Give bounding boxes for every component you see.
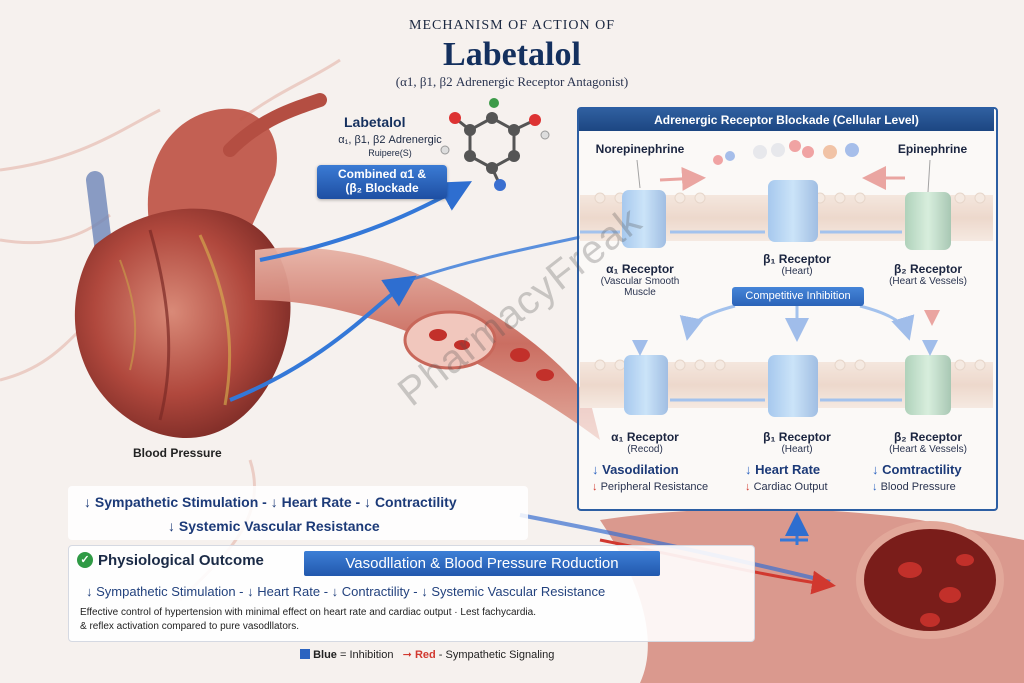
norepinephrine-label: Norepinephrine (595, 142, 685, 156)
down-arrow-icon: ↓ (745, 462, 752, 477)
down-arrow-icon: ↓ (872, 462, 879, 477)
receptor-sub2: Muscle (624, 287, 656, 298)
cellular-panel (577, 107, 998, 511)
top-receptor-beta1: β₁ Receptor (Heart) (742, 252, 852, 277)
down-arrow-icon: ↓ (745, 481, 751, 493)
top-receptor-alpha1: α₁ Receptor (Vascular Smooth Muscle (585, 262, 695, 298)
bottom-receptor-beta1: β₁ Receptor (Heart) (742, 430, 852, 455)
down-arrow-icon: ↓ (592, 462, 599, 477)
sympathetic-line1: ↓ Sympathetic Stimulation - ↓ Heart Rate… (84, 494, 457, 510)
blue-square-icon (300, 649, 310, 659)
drug-receptors: α₁, β1, β2 Adrenergic Ruipere(S) (320, 134, 460, 160)
down-arrow-icon: ↓ (872, 481, 878, 493)
combined-line1: Combined α1 & (337, 167, 427, 181)
sympathetic-summary-box (68, 486, 528, 540)
down-arrow-icon: ↓ (592, 481, 598, 493)
effect-text: Vasodilation (602, 462, 679, 477)
receptor-sub: (Vascular Smooth (600, 276, 680, 287)
receptor-name: α₁ Receptor (606, 262, 674, 276)
bottom-receptor-beta2: β₂ Receptor (Heart & Vessels) (868, 430, 988, 455)
legend-blue-text: = Inhibition (339, 649, 394, 661)
receptor-sub: (Heart) (781, 266, 813, 277)
outcome-banner: Vasodllation & Blood Pressure Roduction (304, 551, 660, 576)
outcome-description: Effective control of hypertension with m… (80, 606, 700, 634)
competitive-inhibition-badge: Competitive Inhibition (732, 287, 864, 306)
legend: Blue = Inhibition ➞ Red - Sympathetic Si… (300, 648, 554, 661)
receptor-name: β₁ Receptor (763, 252, 831, 266)
effect2-text: Blood Pressure (880, 481, 956, 493)
title-kicker: MECHANISM OF ACTION OF (409, 18, 615, 33)
receptor-sub: (Heart & Vessels) (889, 276, 967, 287)
drug-receptors-line: α₁, β1, β2 Adrenergic (338, 134, 442, 146)
panel-title: Adrenergic Receptor Blockade (Cellular L… (579, 109, 994, 131)
receptor-name: β₂ Receptor (893, 430, 962, 444)
top-receptor-beta2: β₂ Receptor (Heart & Vessels) (868, 262, 988, 287)
drug-receptors-line2: Ruipere(S) (368, 148, 412, 158)
blood-pressure-label: Blood Pressure (133, 446, 222, 460)
receptor-sub: (Recod) (627, 444, 663, 455)
combined-blockade-badge: Combined α1 & (β₂ Blockade (317, 165, 447, 199)
effect-beta2: ↓ Comtractility ↓ Blood Pressure (872, 462, 962, 493)
receptor-name: α₁ Receptor (611, 430, 679, 444)
outcome-desc-line1: Effective control of hypertension with m… (80, 607, 536, 618)
receptor-sub: (Heart & Vessels) (889, 444, 967, 455)
combined-line2: (β₂ Blockade (345, 181, 419, 195)
page-subtitle: (α1, β1, β2 Adrenergic Receptor Antagoni… (395, 74, 629, 89)
receptor-sub: (Heart) (781, 444, 813, 455)
outcome-title: Physiological Outcome (98, 552, 264, 569)
effect-text: Comtractility (882, 462, 962, 477)
epinephrine-label: Epinephrine (897, 142, 968, 156)
effect2-text: Cardiac Output (753, 481, 828, 493)
effect-text: Heart Rate (755, 462, 821, 477)
page-title: Labetalol (443, 36, 581, 73)
legend-blue: Blue (313, 649, 337, 661)
labetalol-molecule (440, 98, 550, 191)
check-icon: ✓ (77, 552, 93, 568)
effect-alpha1: ↓ Vasodilation ↓ Peripheral Resistance (592, 462, 708, 493)
receptor-name: β₂ Receptor (893, 262, 962, 276)
bottom-receptor-alpha1: α₁ Receptor (Recod) (585, 430, 705, 455)
effect-beta1: ↓ Heart Rate ↓ Cardiac Output (745, 462, 828, 493)
sympathetic-line2: ↓ Systemic Vascular Resistance (168, 518, 380, 534)
red-arrow-icon: ➞ (402, 649, 412, 661)
legend-red-text: - Sympathetic Signaling (438, 649, 555, 661)
legend-red: Red (414, 649, 436, 661)
effect2-text: Peripheral Resistance (600, 481, 709, 493)
drug-name: Labetalol (344, 114, 406, 130)
outcome-desc-line2: & reflex activation compared to pure vas… (80, 621, 299, 632)
outcome-line: ↓ Sympathetic Stimulation - ↓ Heart Rate… (86, 584, 606, 599)
receptor-name: β₁ Receptor (763, 430, 831, 444)
